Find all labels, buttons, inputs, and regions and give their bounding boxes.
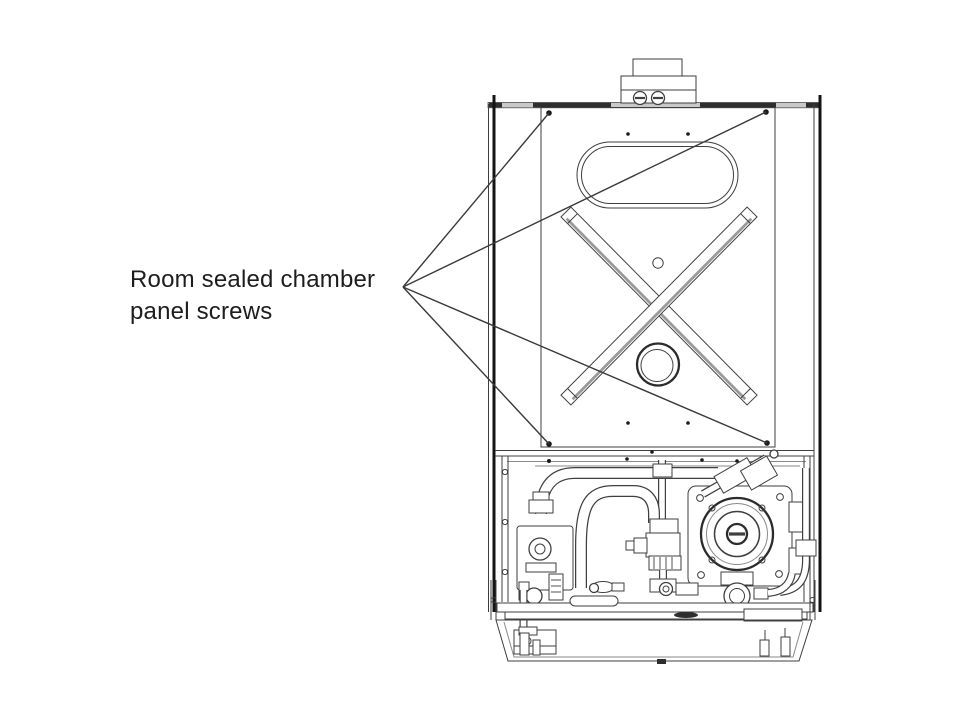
annotation-label: Room sealed chamber panel screws [130,264,430,328]
flue-collar [620,58,697,106]
leader-lines [402,111,768,445]
diverter-valve [625,518,682,593]
vent-slot [576,141,739,209]
base-bracket [569,595,619,607]
annotation-label-line2: panel screws [130,298,273,325]
flue-upper-box [632,58,683,77]
pipe-union-nut [652,463,673,478]
gas-valve-port [525,587,543,605]
lower-assembly [495,449,817,610]
leader-to-top-left-screw [402,112,550,288]
circulation-pump [687,485,804,587]
leader-to-bottom-left-screw [402,286,550,445]
annotation-label-line1: Room sealed chamber [130,266,376,293]
pump-face [699,496,775,572]
boiler-case [487,95,822,612]
pipework [535,460,718,588]
base-slot [674,612,698,618]
viewing-port [635,342,681,387]
panel-outline [540,107,776,448]
leader-to-top-right-screw [402,111,767,288]
x-brace [560,206,758,406]
panel-centre-hole [652,257,664,269]
gas-valve-terminal [548,573,564,601]
base-tray [490,580,816,664]
leader-to-bottom-right-screw [402,286,768,444]
air-vent-assembly [701,449,779,498]
room-sealed-chamber-panel [540,107,776,451]
gas-valve [516,491,574,605]
condensate-tray [495,619,813,662]
